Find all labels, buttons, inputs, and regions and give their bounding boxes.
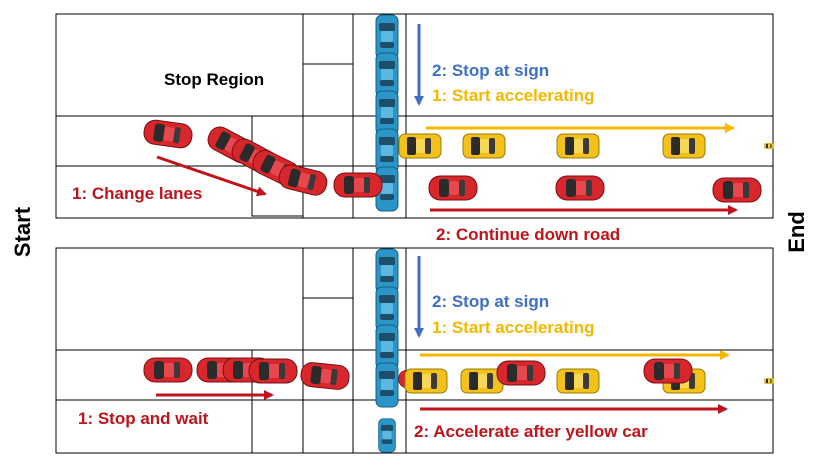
blue-car-icon — [375, 128, 399, 174]
red-car-icon — [712, 177, 762, 203]
bottom-yellow-label: 1: Start accelerating — [432, 318, 595, 337]
top-scenario-panel: Stop Region — [55, 13, 774, 244]
red-car-icon — [555, 175, 605, 201]
blue-car-icon — [375, 14, 399, 60]
red-car-icon — [428, 175, 478, 201]
yellow-cars-bottom — [404, 368, 774, 394]
top-red-right-label: 2: Continue down road — [436, 225, 620, 244]
top-yellow-label: 1: Start accelerating — [432, 86, 595, 105]
red-change-lanes-arrow — [156, 155, 267, 197]
yellow-cars — [398, 133, 774, 159]
bottom-scenario-panel: 2: Stop at sign 1: Start accelerating 1:… — [55, 247, 774, 454]
bottom-road-grid — [55, 247, 774, 454]
blue-car-icon — [375, 248, 399, 294]
red-car-icon — [333, 172, 383, 198]
yellow-car-icon — [556, 368, 600, 394]
stop-region-label: Stop Region — [164, 70, 264, 89]
red-car-icon — [276, 162, 330, 198]
top-blue-label: 2: Stop at sign — [432, 61, 549, 80]
red-car-icon — [496, 360, 546, 386]
blue-car-icon — [375, 362, 399, 408]
blue-car-column-bottom — [375, 248, 399, 453]
yellow-car-icon — [764, 142, 774, 150]
bottom-red-right-label: 2: Accelerate after yellow car — [414, 422, 648, 441]
blue-car-icon — [375, 286, 399, 332]
yellow-car-icon — [662, 133, 706, 159]
red-car-icon — [643, 358, 693, 384]
yellow-car-icon — [404, 368, 448, 394]
yellow-car-icon — [556, 133, 600, 159]
red-car-icon — [248, 358, 298, 384]
red-car-icon — [142, 118, 194, 150]
yellow-car-icon — [398, 133, 442, 159]
blue-car-icon — [375, 52, 399, 98]
end-label: End — [784, 211, 809, 253]
start-label: Start — [10, 206, 35, 257]
red-cars-continuing — [428, 175, 762, 203]
yellow-car-icon — [764, 377, 774, 385]
blue-car-icon — [375, 324, 399, 370]
bottom-red-left-label: 1: Stop and wait — [78, 409, 209, 428]
bottom-blue-label: 2: Stop at sign — [432, 292, 549, 311]
red-car-icon — [143, 357, 193, 383]
blue-car-icon — [378, 418, 396, 453]
top-red-left-label: 1: Change lanes — [72, 184, 202, 203]
blue-car-icon — [375, 90, 399, 136]
red-car-icon — [299, 361, 351, 391]
yellow-car-icon — [462, 133, 506, 159]
